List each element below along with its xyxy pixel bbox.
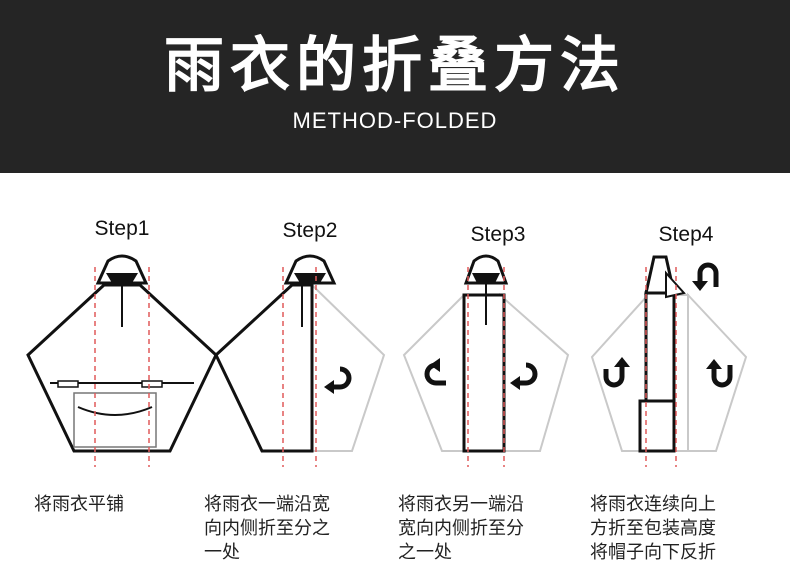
step-3-label: Step3 — [470, 223, 526, 246]
fold-left-arrow-icon — [424, 358, 446, 386]
step-1-label: Step1 — [94, 217, 150, 240]
fold-right-arrow-icon — [324, 366, 352, 394]
step-4-panel: Step4 — [588, 197, 784, 487]
step-2-panel: Step2 — [212, 197, 408, 487]
step-3-illustration — [402, 254, 570, 467]
fold-up-arrow-icon — [603, 357, 630, 388]
fold-right-arrow-icon — [510, 362, 538, 390]
step-2-caption: 将雨衣一端沿宽 向内侧折至分之 一处 — [204, 494, 330, 563]
step-4-label: Step4 — [658, 223, 714, 246]
step-1-panel: Step1 — [24, 197, 220, 487]
step-3-panel: Step3 — [400, 197, 596, 487]
step-2-label: Step2 — [282, 219, 338, 242]
page-subtitle: METHOD-FOLDED — [292, 108, 498, 133]
step-3-caption: 将雨衣另一端沿 宽向内侧折至分 之一处 — [398, 494, 524, 563]
step-4-caption: 将雨衣连续向上 方折至包装高度 将帽子向下反折 — [590, 494, 716, 563]
step-1-caption: 将雨衣平铺 — [34, 494, 124, 515]
header-banner: 雨衣的折叠方法 METHOD-FOLDED — [0, 0, 790, 173]
page-title: 雨衣的折叠方法 — [164, 31, 626, 101]
step-4-illustration — [590, 255, 748, 467]
fold-down-arrow-icon — [692, 262, 719, 291]
step-1-illustration — [26, 254, 218, 467]
fold-up-arrow-icon — [706, 359, 733, 388]
step-2-illustration — [214, 254, 386, 467]
